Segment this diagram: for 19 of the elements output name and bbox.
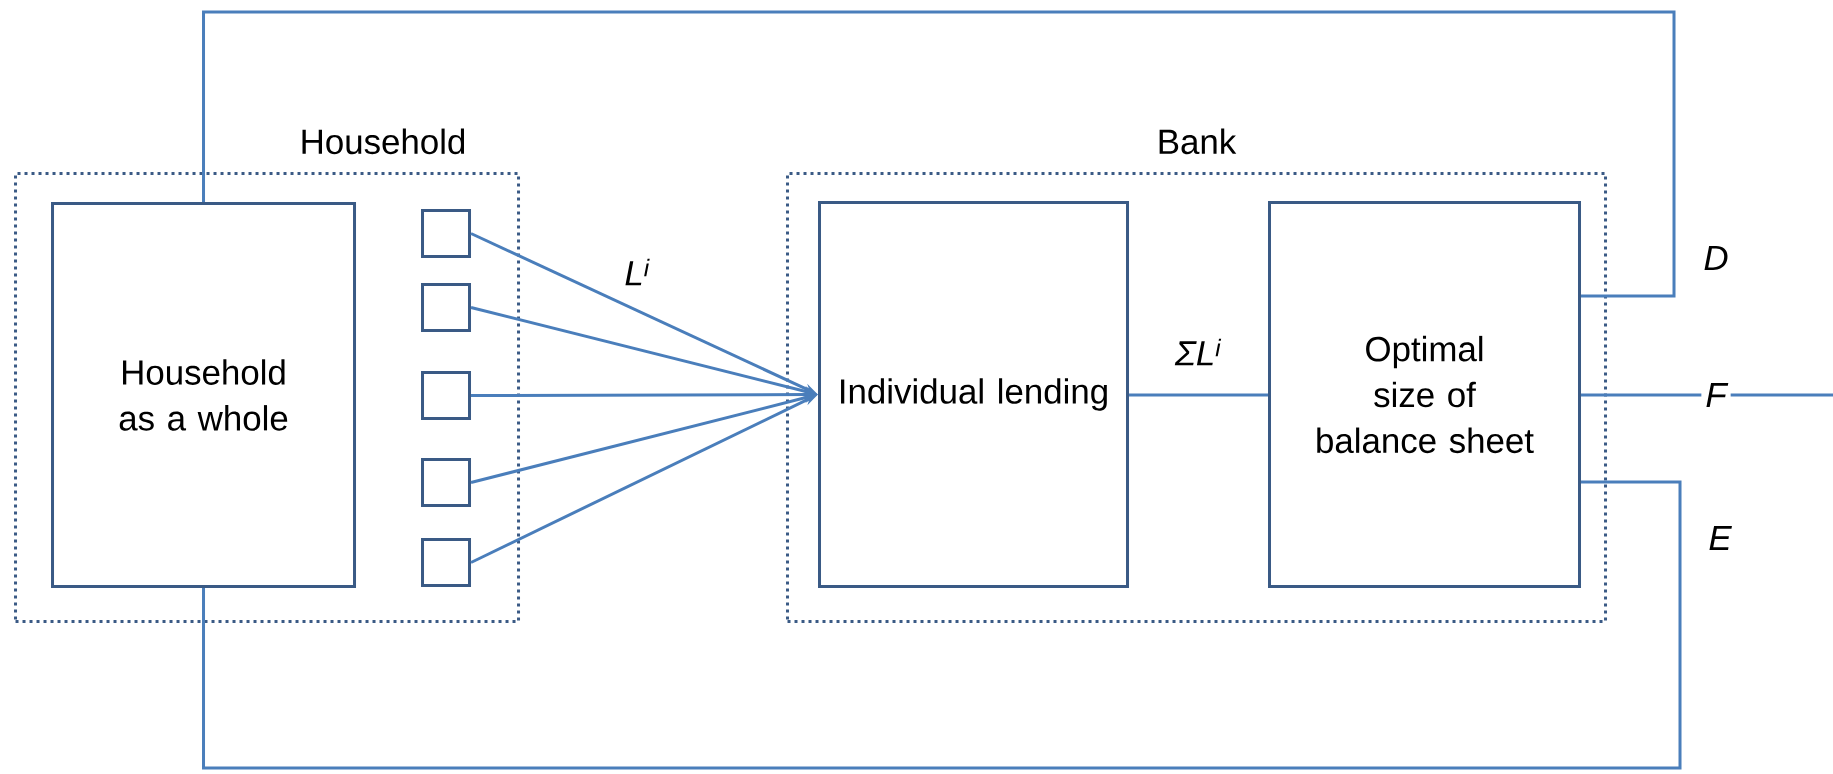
edge-label: ΣL$^{i}$ xyxy=(1170,334,1226,370)
edge-label: D xyxy=(1699,242,1733,274)
process-box: Household as a whole xyxy=(51,202,356,588)
small-box xyxy=(421,458,471,507)
process-box: Individual lending xyxy=(818,201,1129,588)
process-box: Optimal size of balance sheet xyxy=(1268,201,1581,588)
edge-label: E xyxy=(1704,522,1736,554)
edge-label: F xyxy=(1701,379,1731,411)
small-box xyxy=(421,209,471,258)
small-box xyxy=(421,283,471,332)
small-box xyxy=(421,371,471,420)
group-heading: Household xyxy=(302,128,465,155)
small-box xyxy=(421,538,471,587)
formula-label: L$^{i}$ xyxy=(625,258,650,286)
group-heading: Bank xyxy=(1159,128,1237,155)
connector xyxy=(1129,393,1268,397)
connector xyxy=(1581,393,1833,397)
connector xyxy=(202,480,1682,770)
connector xyxy=(202,10,1676,298)
